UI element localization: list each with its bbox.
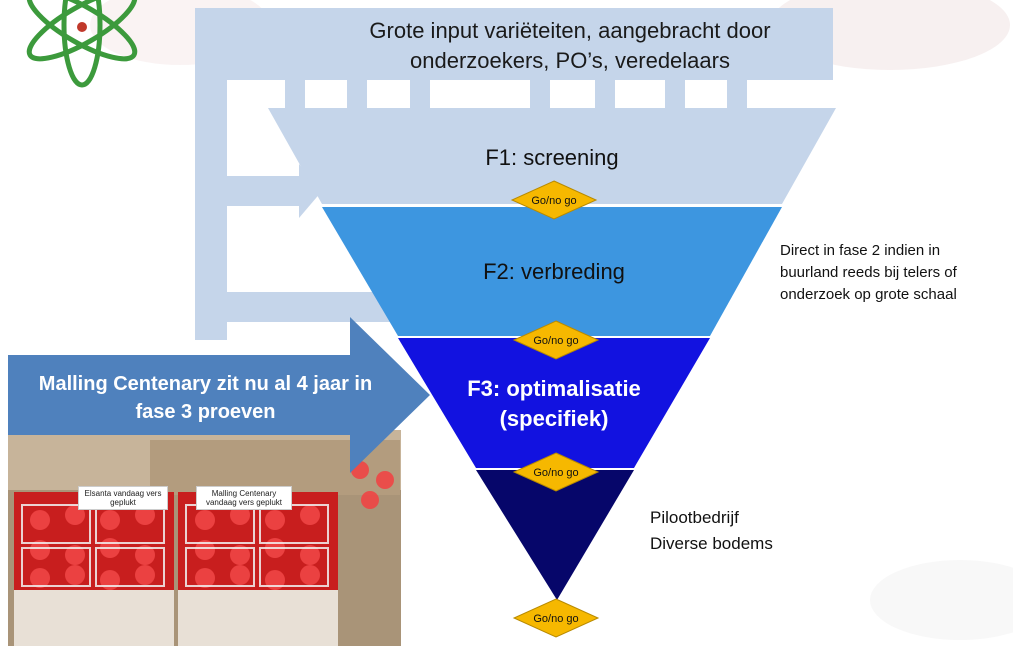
- callout-text: Malling Centenary zit nu al 4 jaar in fa…: [8, 370, 403, 426]
- photo-label-right: Malling Centenary vandaag vers geplukt: [196, 486, 292, 510]
- photo-label-right-line-1: Malling Centenary: [211, 489, 277, 498]
- photo-label-left: Elsanta vandaag vers geplukt: [78, 486, 168, 510]
- phase-f3-sublabel: (specifiek): [500, 406, 609, 431]
- input-line-2: onderzoekers, PO’s, veredelaars: [410, 48, 730, 73]
- side-note-line-1: Direct in fase 2 indien in: [780, 242, 941, 259]
- callout-arrow: [8, 317, 430, 473]
- gate-3-label: Go/no go: [533, 467, 578, 479]
- phase-f3-band: [398, 338, 710, 468]
- phase-f1-label: F1: screening: [485, 145, 618, 170]
- pilot-line-2: Diverse bodems: [650, 534, 773, 553]
- gate-3: Go/no go: [512, 452, 600, 492]
- atom-logo-icon: [26, 0, 138, 88]
- gate-2-label: Go/no go: [533, 335, 578, 347]
- gate-2: Go/no go: [512, 320, 600, 360]
- input-line-1: Grote input variëteiten, aangebracht doo…: [369, 18, 771, 43]
- phase-f2-label: F2: verbreding: [483, 259, 625, 284]
- gate-4: Go/no go: [512, 598, 600, 638]
- gate-1-label: Go/no go: [531, 195, 576, 207]
- gate-4-label: Go/no go: [533, 613, 578, 625]
- pilot-line-1: Pilootbedrijf: [650, 508, 739, 527]
- side-note-line-2: buurland reeds bij telers of: [780, 264, 957, 281]
- phase-f4-band: [476, 470, 634, 600]
- phase-f1-band: [268, 108, 836, 204]
- strawberry-photo: [8, 430, 401, 646]
- input-box-text: Grote input variëteiten, aangebracht doo…: [330, 16, 810, 76]
- callout-line-2: fase 3 proeven: [135, 401, 276, 423]
- phase-f3-label: F3: optimalisatie: [467, 376, 641, 401]
- pilot-note: Pilootbedrijf Diverse bodems: [650, 505, 773, 557]
- phase-f2-band: [322, 207, 782, 336]
- side-note: Direct in fase 2 indien in buurland reed…: [780, 240, 1010, 306]
- gate-1: Go/no go: [510, 180, 598, 220]
- side-note-line-3: onderzoek op grote schaal: [780, 286, 957, 303]
- photo-label-right-line-2: vandaag vers geplukt: [205, 498, 283, 507]
- callout-line-1: Malling Centenary zit nu al 4 jaar in: [38, 373, 373, 395]
- photo-label-left-text: Elsanta vandaag vers geplukt: [84, 489, 162, 507]
